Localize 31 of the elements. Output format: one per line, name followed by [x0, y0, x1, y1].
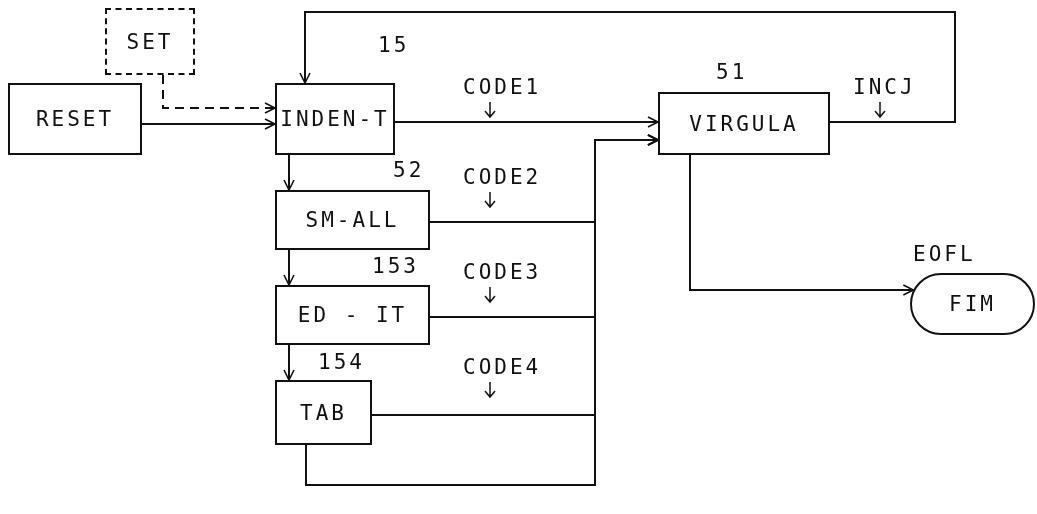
arrow [283, 344, 295, 381]
state-name: TAB [300, 400, 347, 425]
state-number: 15 [378, 33, 410, 57]
arrow [283, 154, 295, 191]
arrow [394, 116, 659, 128]
arrow [305, 134, 659, 486]
state-number: 51 [716, 60, 748, 84]
state-box [658, 92, 830, 155]
arrow [283, 249, 295, 286]
state-number: 153 [372, 254, 419, 278]
arrow [141, 118, 276, 130]
state-name: RESET [35, 107, 115, 131]
arrow [689, 154, 915, 296]
state-number: 52 [393, 158, 425, 182]
state-box [275, 83, 395, 155]
state-name: VIRGULA [689, 111, 799, 136]
state-box [8, 83, 142, 155]
state-box [275, 285, 430, 345]
dashed-state-box [105, 8, 195, 75]
arrow [299, 11, 956, 123]
terminal-box [910, 273, 1035, 335]
state-name: SET [126, 29, 174, 54]
dashed-arrow [162, 74, 276, 114]
state-box [275, 380, 372, 445]
state-name: SM-ALL [305, 208, 400, 232]
state-box [275, 190, 430, 250]
state-name: FIM [949, 292, 996, 316]
state-name: INDEN-T [280, 107, 390, 131]
state-name: ED - IT [297, 303, 408, 327]
state-number: 154 [318, 350, 365, 374]
state-number: EOFL [913, 242, 976, 266]
